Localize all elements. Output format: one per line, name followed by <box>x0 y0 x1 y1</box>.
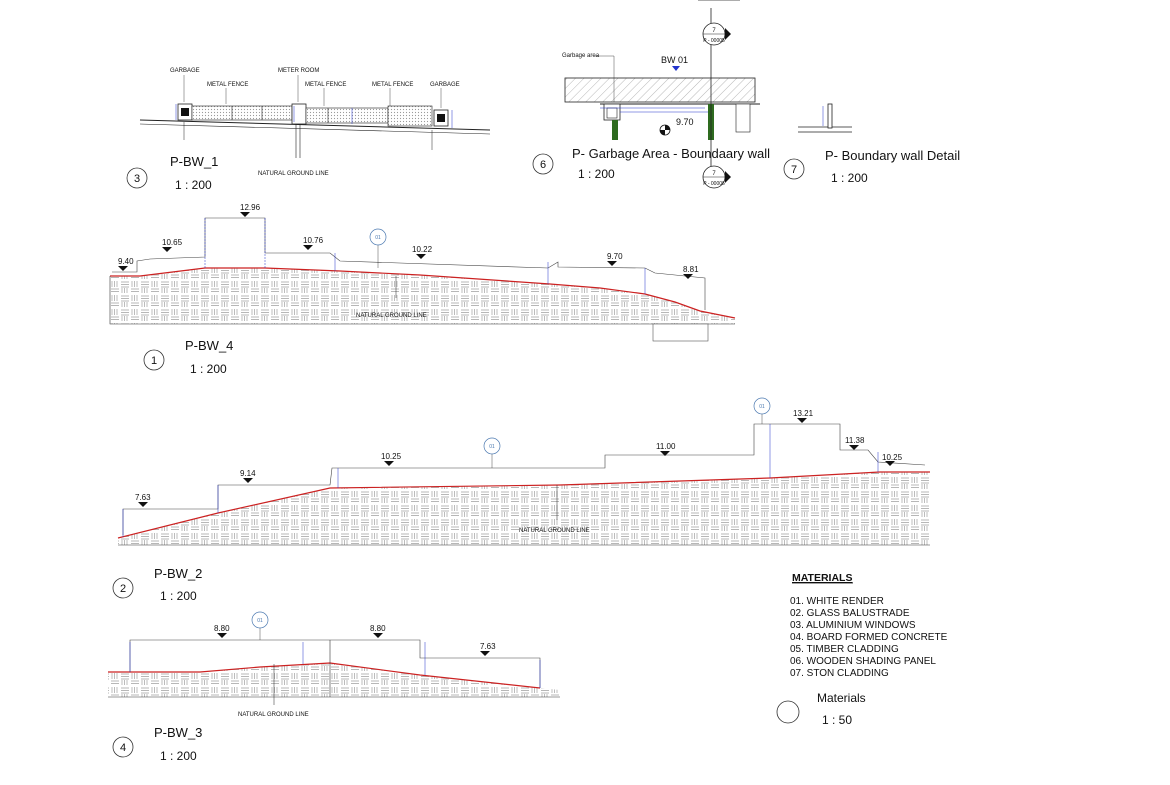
garbage-level: 9.70 <box>676 117 694 127</box>
bw1-garbage-right-label: GARBAGE <box>430 82 460 88</box>
material-item: 02. GLASS BALUSTRADE <box>790 608 910 619</box>
materials-heading: MATERIALS <box>792 572 852 584</box>
bw1-ground-label: NATURAL GROUND LINE <box>258 171 329 177</box>
view-number-circle <box>532 153 554 175</box>
view-title: P- Garbage Area - Boundaary wall <box>572 146 770 161</box>
elevation-bw2 <box>117 397 930 546</box>
bw2-level-6: 11.38 <box>845 436 865 445</box>
bw3-ground-label: NATURAL GROUND LINE <box>238 712 309 718</box>
bw2-level-3: 10.25 <box>381 452 402 461</box>
bw-tag: BW 01 <box>661 55 688 65</box>
garbage-area-label: Garbage area <box>562 53 600 59</box>
view-title: Materials <box>817 691 866 705</box>
section-marker-bottom-number: 7 <box>712 171 716 177</box>
bw2-level-5: 13.21 <box>793 409 814 418</box>
view-title: P-BW_3 <box>154 725 202 740</box>
material-item: 03. ALUMINIUM WINDOWS <box>790 620 916 631</box>
detail-boundary-wall <box>798 103 852 133</box>
view-number: 4 <box>120 742 126 754</box>
bw3-level-1: 8.80 <box>214 624 230 633</box>
bw1-meter-room-label: METER ROOM <box>278 68 319 74</box>
view-number: 3 <box>134 173 140 185</box>
view-number-circle <box>783 158 805 180</box>
view-title: P-BW_1 <box>170 154 218 169</box>
bw4-level-7: 8.81 <box>683 265 699 274</box>
material-item: 04. BOARD FORMED CONCRETE <box>790 632 948 643</box>
view-number-circle <box>143 349 165 371</box>
elevation-bw4 <box>109 212 736 342</box>
bw3-material-tag: 01 <box>257 618 263 624</box>
bw1-garbage-left-label: GARBAGE <box>170 68 200 74</box>
bw1-metal-fence-2-label: METAL FENCE <box>305 82 346 88</box>
view-number-circle <box>112 577 134 599</box>
view-scale: 1 : 200 <box>831 171 868 185</box>
bw1-metal-fence-1-label: METAL FENCE <box>207 82 248 88</box>
view-number: 7 <box>791 164 797 176</box>
view-scale: 1 : 200 <box>190 362 227 376</box>
view-scale: 1 : 200 <box>160 749 197 763</box>
view-number-circle <box>112 736 134 758</box>
view-number-circle <box>126 167 148 189</box>
bw4-level-4: 10.76 <box>303 236 324 245</box>
view-title: P-BW_4 <box>185 338 233 353</box>
view-number: 6 <box>540 159 546 171</box>
bw4-level-3: 12.96 <box>240 203 261 212</box>
section-marker-top-ref: P - 00005 <box>703 38 725 44</box>
view-number: 2 <box>120 583 126 595</box>
materials-list: 01. WHITE RENDER 02. GLASS BALUSTRADE 03… <box>790 596 948 679</box>
view-title: P-BW_2 <box>154 566 202 581</box>
bw4-level-1: 9.40 <box>118 257 134 266</box>
bw4-level-6: 9.70 <box>607 252 623 261</box>
section-marker-top-number: 7 <box>712 28 716 34</box>
bw2-ground-label: NATURAL GROUND LINE <box>519 528 590 534</box>
bw4-level-5: 10.22 <box>412 245 433 254</box>
bw4-ground-label: NATURAL GROUND LINE <box>356 313 427 319</box>
bw4-material-tag: 01 <box>375 235 381 241</box>
bw2-material-tag-2: 01 <box>759 404 765 410</box>
material-item: 06. WOODEN SHADING PANEL <box>790 656 936 667</box>
elevation-bw1 <box>139 75 491 158</box>
view-title: P- Boundary wall Detail <box>825 148 960 163</box>
view-scale: 1 : 50 <box>822 713 852 727</box>
bw1-metal-fence-3-label: METAL FENCE <box>372 82 413 88</box>
elevation-bw3 <box>108 611 560 705</box>
view-number-circle <box>776 700 800 724</box>
bw2-level-2: 9.14 <box>240 469 256 478</box>
bw4-level-2: 10.65 <box>162 238 183 247</box>
view-scale: 1 : 200 <box>578 167 615 181</box>
bw2-level-1: 7.63 <box>135 493 151 502</box>
material-item: 07. STON CLADDING <box>790 668 889 679</box>
view-number: 1 <box>151 355 157 367</box>
bw3-level-2: 8.80 <box>370 624 386 633</box>
plan-garbage-area <box>564 0 760 189</box>
bw2-level-4: 11.00 <box>656 442 676 451</box>
bw2-material-tag-1: 01 <box>489 444 495 450</box>
bw3-level-3: 7.63 <box>480 642 496 651</box>
bw2-level-7: 10.25 <box>882 453 903 462</box>
material-item: 01. WHITE RENDER <box>790 596 884 607</box>
view-scale: 1 : 200 <box>160 589 197 603</box>
material-item: 05. TIMBER CLADDING <box>790 644 899 655</box>
view-scale: 1 : 200 <box>175 178 212 192</box>
section-marker-bottom-ref: P - 00006 <box>703 181 725 187</box>
